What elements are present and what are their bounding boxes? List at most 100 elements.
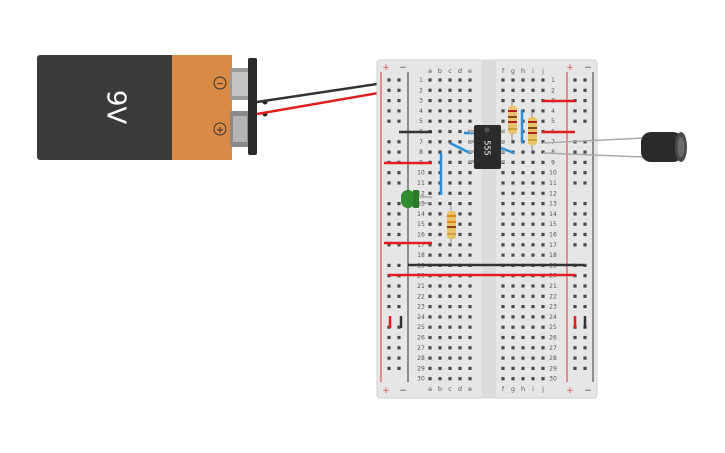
breadboard-hole[interactable] <box>428 325 432 329</box>
breadboard-hole[interactable] <box>428 346 432 350</box>
breadboard-hole[interactable] <box>573 346 577 350</box>
breadboard-hole[interactable] <box>397 212 401 216</box>
resistor-3[interactable] <box>447 206 456 244</box>
breadboard-hole[interactable] <box>573 294 577 298</box>
breadboard-hole[interactable] <box>541 346 545 350</box>
breadboard-hole[interactable] <box>458 129 462 134</box>
breadboard-hole[interactable] <box>501 119 505 123</box>
breadboard-hole[interactable] <box>541 315 545 319</box>
breadboard-hole[interactable] <box>583 222 587 226</box>
breadboard-hole[interactable] <box>573 232 577 237</box>
breadboard-hole[interactable] <box>511 356 515 360</box>
breadboard-hole[interactable] <box>501 78 505 82</box>
breadboard-hole[interactable] <box>428 150 432 154</box>
breadboard-hole[interactable] <box>501 305 505 309</box>
breadboard-hole[interactable] <box>511 294 515 298</box>
breadboard-hole[interactable] <box>438 294 442 298</box>
breadboard-hole[interactable] <box>531 181 535 185</box>
breadboard-hole[interactable] <box>468 356 472 360</box>
breadboard-hole[interactable] <box>531 191 535 195</box>
breadboard-hole[interactable] <box>397 171 401 175</box>
breadboard-hole[interactable] <box>428 140 432 144</box>
breadboard-hole[interactable] <box>531 88 535 92</box>
breadboard-hole[interactable] <box>438 377 442 381</box>
breadboard-hole[interactable] <box>458 253 462 257</box>
breadboard-hole[interactable] <box>501 325 505 329</box>
breadboard-hole[interactable] <box>458 366 462 370</box>
breadboard-hole[interactable] <box>438 243 442 247</box>
breadboard-hole[interactable] <box>428 222 432 226</box>
led-green[interactable] <box>401 190 432 208</box>
breadboard-hole[interactable] <box>501 99 505 103</box>
breadboard-hole[interactable] <box>438 150 442 154</box>
breadboard-hole[interactable] <box>387 99 391 103</box>
breadboard-hole[interactable] <box>573 222 577 226</box>
breadboard-hole[interactable] <box>511 335 515 340</box>
breadboard-hole[interactable] <box>583 140 587 144</box>
breadboard-hole[interactable] <box>448 191 452 195</box>
breadboard-hole[interactable] <box>397 181 401 185</box>
breadboard-hole[interactable] <box>397 335 401 340</box>
breadboard-hole[interactable] <box>397 346 401 350</box>
breadboard-hole[interactable] <box>531 366 535 370</box>
breadboard-hole[interactable] <box>448 160 452 164</box>
breadboard-hole[interactable] <box>468 377 472 381</box>
breadboard-hole[interactable] <box>448 109 452 113</box>
breadboard-hole[interactable] <box>573 181 577 185</box>
breadboard-hole[interactable] <box>573 150 577 154</box>
breadboard-hole[interactable] <box>521 315 525 319</box>
breadboard-hole[interactable] <box>583 356 587 360</box>
breadboard-hole[interactable] <box>541 366 545 370</box>
breadboard-hole[interactable] <box>438 222 442 226</box>
breadboard-hole[interactable] <box>531 346 535 350</box>
breadboard-hole[interactable] <box>511 202 515 206</box>
breadboard-hole[interactable] <box>573 305 577 309</box>
breadboard-hole[interactable] <box>438 315 442 319</box>
breadboard-hole[interactable] <box>531 99 535 103</box>
breadboard-hole[interactable] <box>573 119 577 123</box>
breadboard-hole[interactable] <box>583 274 587 278</box>
breadboard-hole[interactable] <box>531 335 535 340</box>
breadboard-hole[interactable] <box>501 171 505 175</box>
breadboard-hole[interactable] <box>468 243 472 247</box>
breadboard-hole[interactable] <box>397 284 401 288</box>
breadboard-hole[interactable] <box>541 78 545 82</box>
breadboard-hole[interactable] <box>458 160 462 164</box>
breadboard-hole[interactable] <box>521 356 525 360</box>
breadboard-hole[interactable] <box>501 202 505 206</box>
breadboard-hole[interactable] <box>531 202 535 206</box>
breadboard-hole[interactable] <box>428 335 432 340</box>
breadboard-hole[interactable] <box>531 253 535 257</box>
breadboard-hole[interactable] <box>448 243 452 247</box>
breadboard-hole[interactable] <box>387 78 391 82</box>
breadboard-hole[interactable] <box>583 263 587 267</box>
breadboard-hole[interactable] <box>387 305 391 309</box>
breadboard-hole[interactable] <box>583 171 587 175</box>
breadboard-hole[interactable] <box>438 346 442 350</box>
breadboard-hole[interactable] <box>458 346 462 350</box>
breadboard-hole[interactable] <box>541 356 545 360</box>
breadboard-hole[interactable] <box>511 171 515 175</box>
breadboard-hole[interactable] <box>541 335 545 340</box>
breadboard-hole[interactable] <box>583 284 587 288</box>
breadboard-hole[interactable] <box>458 212 462 216</box>
breadboard-hole[interactable] <box>511 88 515 92</box>
breadboard-hole[interactable] <box>397 325 401 329</box>
breadboard-hole[interactable] <box>468 284 472 288</box>
breadboard-hole[interactable] <box>541 119 545 123</box>
breadboard-hole[interactable] <box>458 243 462 247</box>
breadboard-hole[interactable] <box>501 243 505 247</box>
breadboard[interactable]: + − + − + − + − a b c d e f g h i j a b … <box>376 59 598 399</box>
breadboard-hole[interactable] <box>428 181 432 185</box>
breadboard-hole[interactable] <box>521 160 525 164</box>
breadboard-hole[interactable] <box>541 160 545 164</box>
breadboard-hole[interactable] <box>521 366 525 370</box>
breadboard-hole[interactable] <box>583 99 587 103</box>
breadboard-hole[interactable] <box>448 315 452 319</box>
breadboard-hole[interactable] <box>501 253 505 257</box>
breadboard-hole[interactable] <box>521 346 525 350</box>
breadboard-hole[interactable] <box>458 305 462 309</box>
breadboard-hole[interactable] <box>438 129 442 134</box>
breadboard-hole[interactable] <box>397 222 401 226</box>
breadboard-hole[interactable] <box>511 99 515 103</box>
